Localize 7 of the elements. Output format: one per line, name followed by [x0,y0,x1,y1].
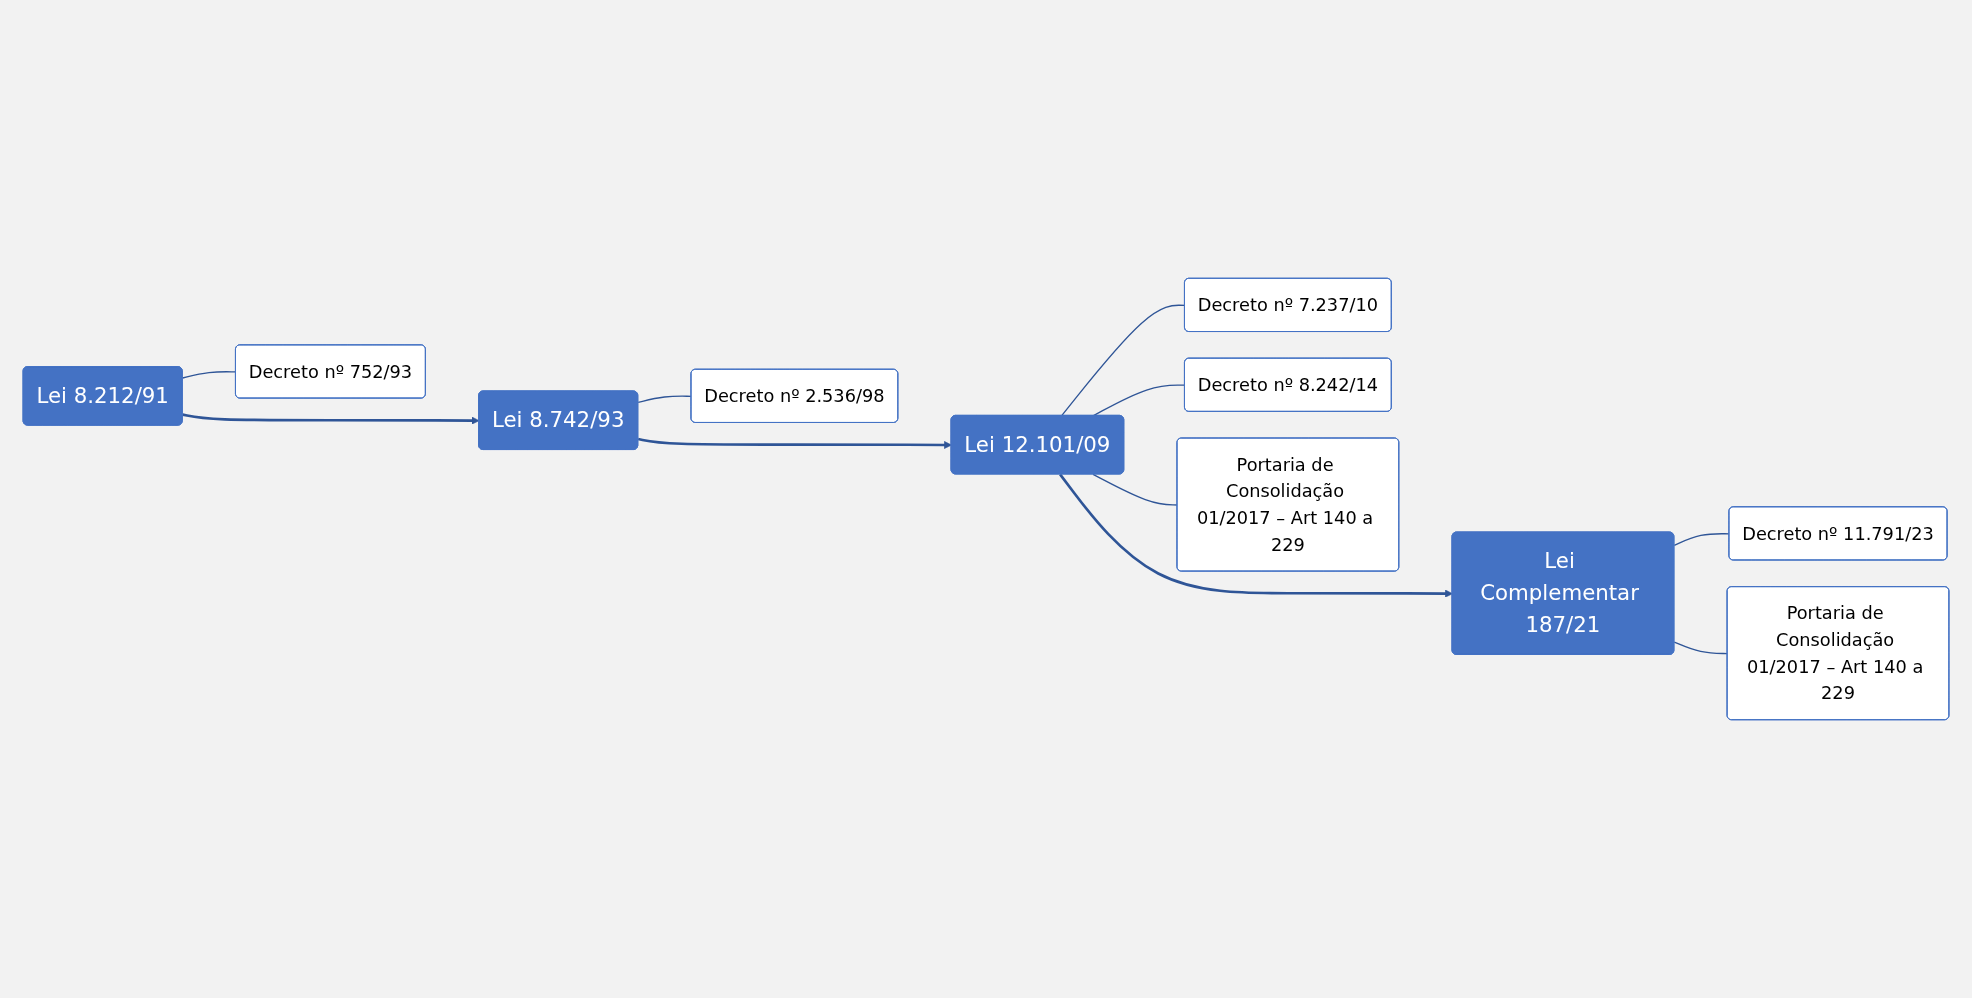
connector [1673,641,1729,655]
arrow [637,437,952,449]
connector [1060,304,1186,417]
connector [182,371,237,379]
arrow [182,413,480,425]
connector [1092,384,1186,417]
arrow [1059,473,1453,598]
